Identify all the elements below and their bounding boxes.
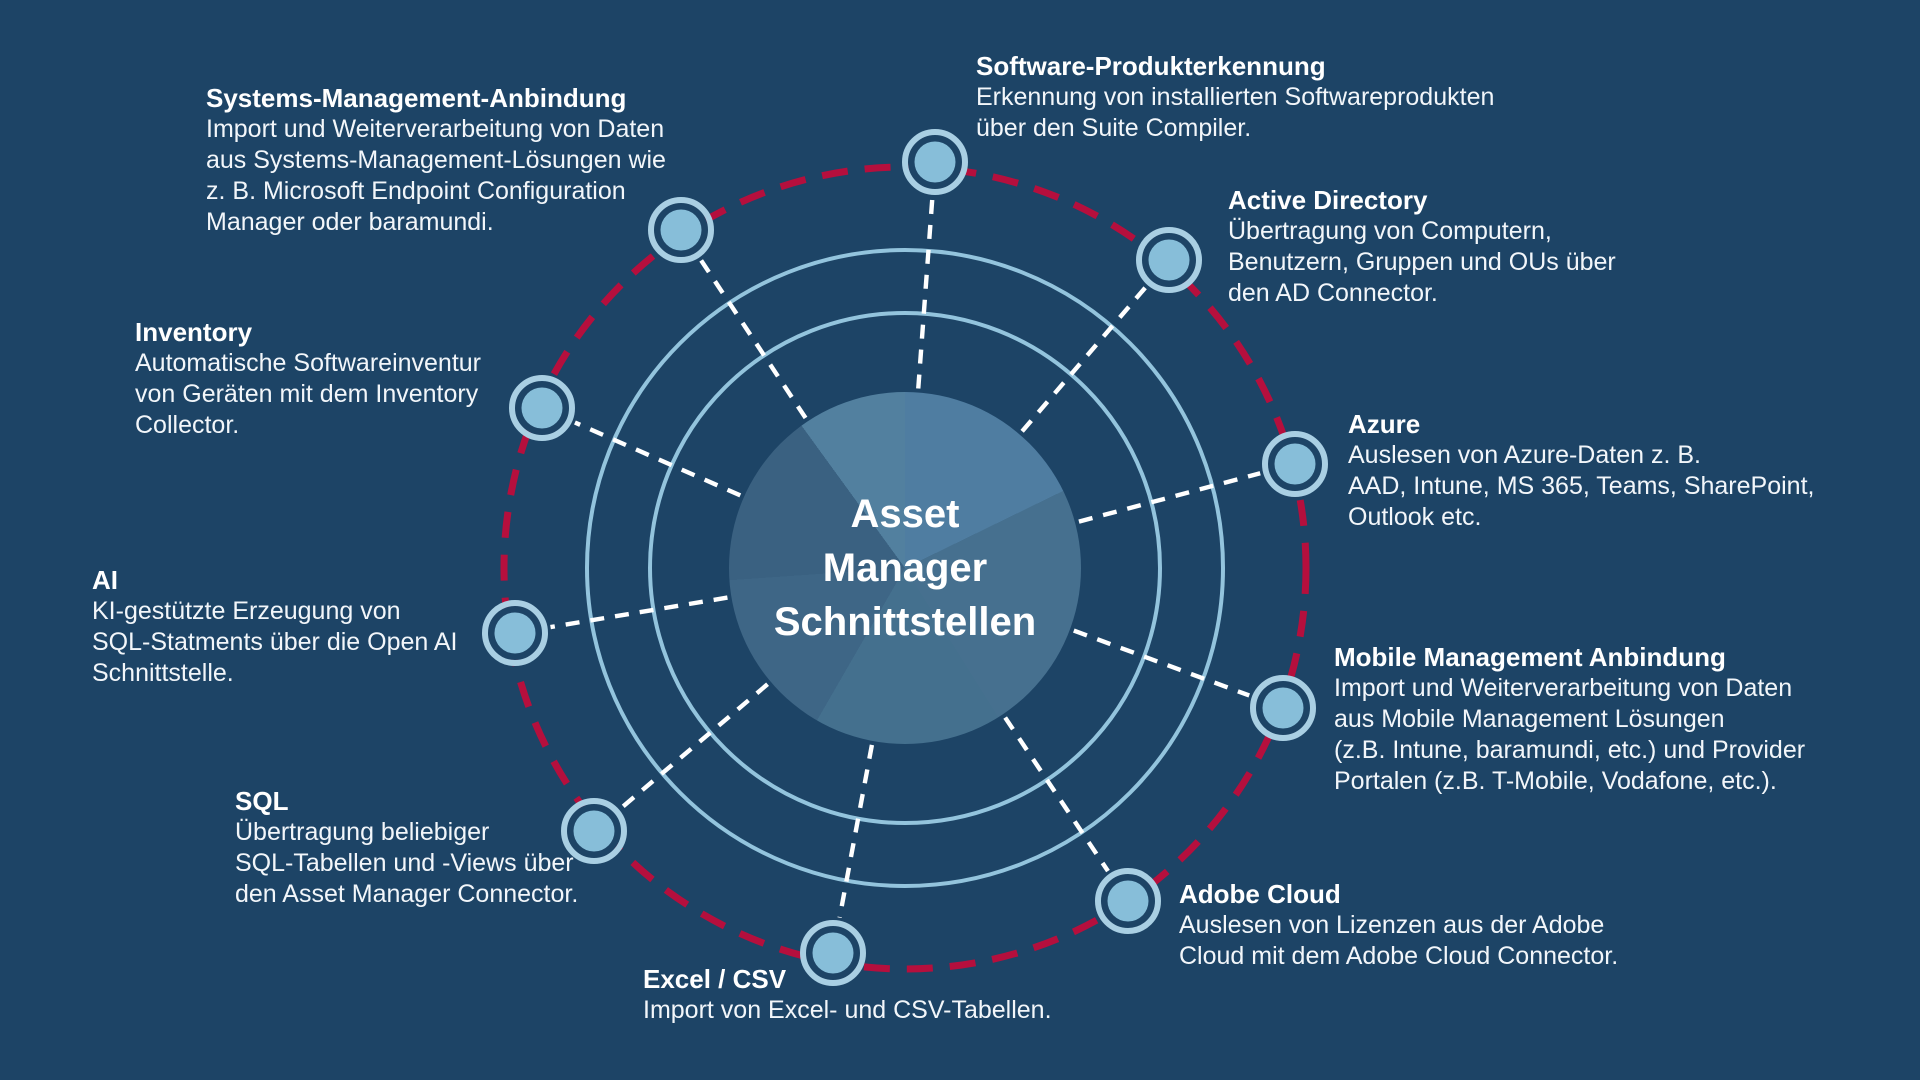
callout-title: Excel / CSV (643, 964, 787, 994)
callout-excel-csv: Excel / CSV Import von Excel- und CSV-Ta… (643, 963, 1052, 1026)
hub-title-line-2: Manager (822, 546, 988, 590)
callout-title: Systems-Management-Anbindung (206, 83, 627, 113)
callout-systems-management: Systems-Management-Anbindung Import und … (206, 82, 666, 238)
callout-title: Adobe Cloud (1179, 879, 1341, 909)
node-software-produkterkennung (914, 141, 956, 183)
hub-title-line-1: Asset (850, 492, 960, 536)
spoke-sql (620, 682, 769, 810)
node-inventory (521, 387, 563, 429)
node-sql (573, 810, 615, 852)
node-systems-management (660, 209, 702, 251)
callout-description: Übertragung beliebiger SQL-Tabellen und … (235, 818, 579, 908)
outer-orbit-ring (585, 248, 1225, 888)
node-excel-csv (812, 932, 854, 974)
callout-description: KI-gestützte Erzeugung von SQL-Statments… (92, 597, 458, 687)
callout-title: Active Directory (1228, 185, 1428, 215)
callout-title: Software-Produkterkennung (976, 51, 1326, 81)
hub-circle: Asset Manager Schnittstellen (729, 392, 1081, 744)
spoke-adobe-cloud (1003, 716, 1110, 873)
callout-title: AI (92, 565, 118, 595)
callout-title: Inventory (135, 317, 253, 347)
spoke-azure (1078, 471, 1261, 524)
spoke-inventory (574, 420, 742, 498)
callout-title: Azure (1348, 409, 1421, 439)
callout-software-produkterkennung: Software-Produkterkennung Erkennung von … (976, 50, 1494, 144)
node-azure (1274, 443, 1316, 485)
callout-description: Import und Weiterverarbeitung von Daten … (206, 115, 666, 236)
node-active-directory (1148, 239, 1190, 281)
node-ring-inventory (509, 375, 575, 441)
callout-sql: SQL Übertragung beliebiger SQL-Tabellen … (235, 785, 578, 910)
node-ring-systems-management (648, 197, 714, 263)
callout-description: Übertragung von Computern, Benutzern, Gr… (1228, 217, 1616, 307)
callout-adobe-cloud: Adobe Cloud Auslesen von Lizenzen aus de… (1179, 878, 1618, 972)
callout-description: Import und Weiterverarbeitung von Daten … (1334, 674, 1806, 795)
callout-description: Automatische Softwareinventur von Geräte… (135, 349, 482, 439)
node-ring-sql (561, 798, 627, 864)
callout-active-directory: Active Directory Übertragung von Compute… (1228, 184, 1616, 309)
callout-title: Mobile Management Anbindung (1334, 642, 1726, 672)
callout-title: SQL (235, 786, 289, 816)
spoke-software-produkterkennung (916, 197, 935, 389)
callout-mobile-management: Mobile Management Anbindung Import und W… (1334, 641, 1805, 797)
callout-description: Erkennung von installierten Softwareprod… (976, 83, 1495, 142)
spoke-active-directory (1020, 285, 1148, 433)
callout-ai: AI KI-gestützte Erzeugung von SQL-Statme… (92, 564, 457, 689)
hub-title-line-3: Schnittstellen (773, 600, 1037, 644)
spoke-mobile-management (1073, 628, 1251, 698)
node-ring-excel-csv (800, 920, 866, 986)
spoke-systems-management (699, 258, 808, 420)
callout-description: Auslesen von Azure-Daten z. B. AAD, Intu… (1348, 441, 1815, 531)
node-ring-ai (482, 600, 548, 666)
node-ring-adobe-cloud (1095, 868, 1161, 934)
spoke-excel-csv (837, 744, 875, 919)
node-mobile-management (1262, 687, 1304, 729)
node-ring-software-produkterkennung (902, 129, 968, 195)
node-ai (494, 612, 536, 654)
callout-inventory: Inventory Automatische Softwareinventur … (135, 316, 481, 441)
callout-azure: Azure Auslesen von Azure-Daten z. B. AAD… (1348, 408, 1814, 533)
node-adobe-cloud (1107, 880, 1149, 922)
inner-orbit-ring (648, 311, 1162, 825)
node-ring-active-directory (1136, 227, 1202, 293)
callout-description: Import von Excel- und CSV-Tabellen. (643, 996, 1052, 1024)
spoke-ai (550, 595, 728, 630)
node-ring-mobile-management (1250, 675, 1316, 741)
node-ring-azure (1262, 431, 1328, 497)
red-dashed-ring (500, 163, 1310, 973)
callout-description: Auslesen von Lizenzen aus der Adobe Clou… (1179, 911, 1619, 970)
